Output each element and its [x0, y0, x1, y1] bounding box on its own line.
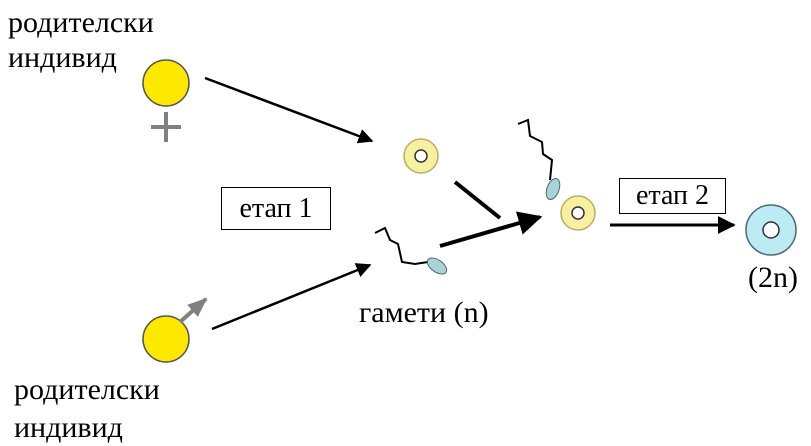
arrow-male-to-sperm [211, 263, 372, 331]
female-parent [142, 59, 190, 142]
female-parent-cell [142, 59, 190, 107]
male-parent-cell [142, 315, 190, 363]
male-parent [142, 297, 208, 363]
male-symbol-icon [178, 297, 208, 324]
stage-1-label: етап 1 [221, 187, 331, 230]
zygote [745, 204, 797, 256]
arrow-egg-to-fertilization [453, 180, 502, 220]
gametes-label: гамети (n) [359, 296, 489, 329]
female-parent-label-line2: индивид [8, 41, 117, 74]
sperm-gamete [374, 226, 448, 275]
zygote-ploidy-label: (2n) [748, 261, 798, 294]
fertilization [517, 118, 596, 231]
arrow-female-to-egg [204, 76, 374, 144]
female-parent-label-line1: родителски [8, 6, 154, 39]
arrow-sperm-to-fertilization [439, 211, 543, 248]
stage-2-label: етап 2 [619, 178, 726, 214]
female-symbol-icon [151, 112, 181, 142]
male-parent-label-line2: индивид [14, 411, 123, 444]
male-parent-label-line1: родителски [14, 373, 160, 406]
egg-gamete [403, 138, 439, 174]
